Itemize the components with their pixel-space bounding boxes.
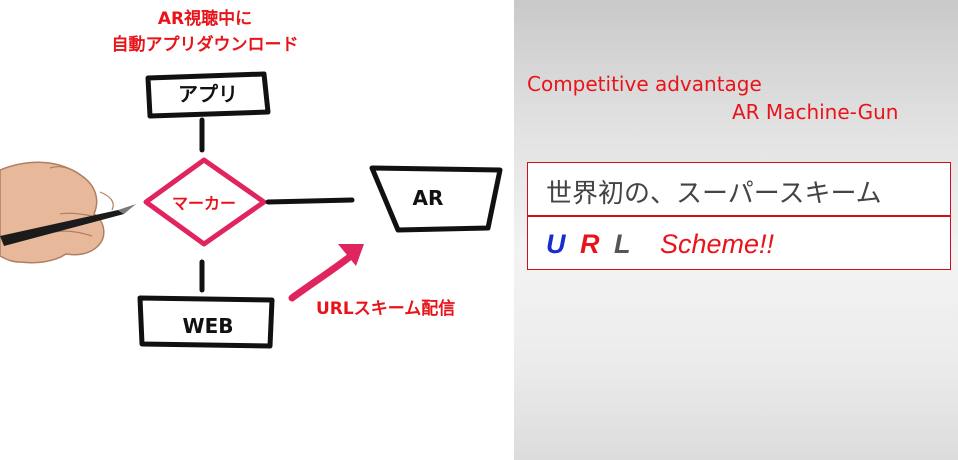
url-scheme-note: URLスキーム配信 <box>316 299 456 319</box>
headline-line2: AR Machine-Gun <box>732 100 899 124</box>
node-app-label: アプリ <box>178 82 238 106</box>
web-box-outline <box>137 295 275 349</box>
headline-line1: Competitive advantage <box>527 72 762 96</box>
auto-download-note: AR視聴中に 自動アプリダウンロード <box>0 6 410 58</box>
node-ar-label: AR <box>412 186 444 210</box>
marker-diamond-outline <box>143 157 267 247</box>
flowchart-drawing <box>0 71 503 349</box>
app-box-outline <box>145 71 271 119</box>
scheme-letter-u: U <box>546 229 566 259</box>
diagram-panel: AR視聴中に 自動アプリダウンロード アプリ マーカー AR WEB URLスキ… <box>0 6 503 349</box>
scheme-text: Scheme!! <box>660 229 775 259</box>
ar-shape-outline <box>369 165 503 233</box>
world-first-label: 世界初の、スーパースキーム <box>546 179 882 209</box>
scheme-letter-r: R <box>580 229 600 259</box>
auto-download-note-line2: 自動アプリダウンロード <box>111 35 299 55</box>
world-first-box: 世界初の、スーパースキーム <box>527 162 951 216</box>
hand-with-pen-illustration <box>0 161 136 264</box>
scheme-letter-l: L <box>614 229 631 259</box>
node-marker-label: マーカー <box>171 194 236 213</box>
url-scheme-box: U R L Scheme!! <box>527 216 951 270</box>
url-arrow <box>288 248 360 302</box>
node-web-label: WEB <box>182 314 234 338</box>
auto-download-note-line1: AR視聴中に <box>157 9 253 29</box>
